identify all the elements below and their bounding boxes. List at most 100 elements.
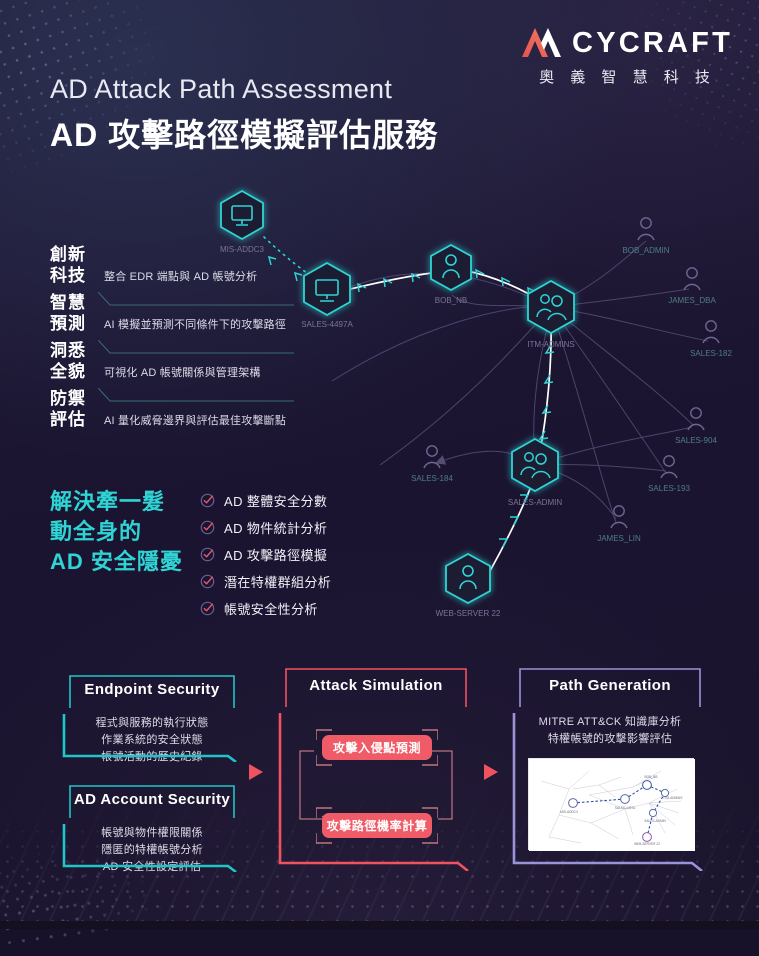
svg-text:ITM-ADMINS: ITM-ADMINS	[664, 796, 683, 800]
brand-logo: CYCRAFT 奧 義 智 慧 科 技	[522, 26, 733, 87]
panel-line: 隱匿的特權帳號分析	[101, 844, 203, 856]
graph-node-bob-admin[interactable]: BOB_ADMIN	[622, 217, 670, 255]
check-circle-icon	[200, 520, 215, 535]
dotted-attack-edge	[263, 236, 325, 286]
checklist-label: 帳號安全性分析	[224, 602, 318, 617]
graph-thumbnail-icon[interactable]: MIS-ADDC3 SALES-4497A BOB_NB ITM-ADMINS …	[528, 758, 695, 851]
checklist-label: AD 整體安全分數	[224, 494, 328, 509]
svg-text:SALES-ADMIN: SALES-ADMIN	[644, 819, 666, 823]
graph-node-label: WEB-SERVER 22	[436, 609, 501, 618]
panel-path-generation: Path Generation MITRE ATT&CK 知識庫分析 特權帳號的…	[512, 663, 708, 871]
graph-node-sales-admin[interactable]: SALES-ADMIN	[508, 437, 562, 507]
checklist-label: AD 物件統計分析	[224, 521, 328, 536]
graph-node-sales-904[interactable]: SALES-904	[675, 407, 717, 445]
graph-node-label: SALES-4497A	[301, 320, 353, 329]
svg-text:BOB_NB: BOB_NB	[645, 775, 658, 779]
svg-text:MIS-ADDC3: MIS-ADDC3	[560, 810, 578, 814]
panel-body: MITRE ATT&CK 知識庫分析 特權帳號的攻擊影響評估	[512, 707, 708, 748]
graph-hex-nodes: MIS-ADDC3 SALES-4497A BOB_NB	[220, 189, 575, 618]
graph-node-label: SALES-ADMIN	[508, 498, 562, 507]
feature-key-1: 智慧預測	[50, 293, 86, 333]
feature-item-3: 防禦評估 AI 量化威脅邊界與評估最佳攻擊斷點	[50, 389, 290, 438]
graph-node-sales-4497a[interactable]: SALES-4497A	[301, 261, 353, 329]
panel-line: 作業系統的安全狀態	[101, 734, 203, 746]
panel-frame	[512, 668, 703, 871]
chip-attack-entry-prediction[interactable]: 攻擊入侵點預測	[322, 735, 432, 760]
feature-divider-1	[98, 340, 294, 354]
feature-list: 創新科技 整合 EDR 端點與 AD 帳號分析 智慧預測 AI 模擬並預測不同條…	[50, 245, 294, 438]
solve-headline: 解決牽一髮 動全身的 AD 安全隱憂	[50, 487, 183, 577]
panel-frame	[278, 668, 469, 871]
panel-attack-simulation: Attack Simulation 攻擊入侵點預測 攻擊路徑機率計算	[278, 663, 474, 871]
check-circle-icon	[200, 601, 215, 616]
graph-node-label: JAMES_DBA	[668, 296, 716, 305]
feature-desc-0: 整合 EDR 端點與 AD 帳號分析	[104, 271, 258, 283]
svg-text:WEB-SERVER 22: WEB-SERVER 22	[634, 842, 660, 846]
graph-node-label: SALES-193	[648, 484, 690, 493]
panel-line: 帳號與物件權限關係	[101, 827, 203, 839]
checklist-item: AD 整體安全分數	[200, 487, 331, 514]
feature-item-2: 洞悉全貌 可視化 AD 帳號關係與管理架構	[50, 341, 294, 402]
background-bottom-bar	[0, 921, 759, 929]
panel-title: Endpoint Security	[84, 680, 220, 698]
graph-node-label: SALES-904	[675, 436, 717, 445]
graph-node-itm-admins[interactable]: ITM-ADMINS	[527, 279, 575, 349]
check-circle-icon	[200, 547, 215, 562]
attack-path-graph-svg: MIS-ADDC3 SALES-4497A BOB_NB	[220, 189, 732, 618]
graph-node-label: BOB_ADMIN	[622, 246, 669, 255]
brand-name-cn: 奧 義 智 慧 科 技	[539, 69, 716, 86]
checklist-item: 潛在特權群組分析	[200, 568, 331, 595]
solve-line-1: 解決牽一髮	[50, 489, 166, 514]
feature-desc-3: AI 量化威脅邊界與評估最佳攻擊斷點	[104, 415, 287, 427]
brand-name: CYCRAFT	[572, 26, 733, 59]
graph-node-sales-184[interactable]: SALES-184	[411, 445, 453, 483]
panel-title: AD Account Security	[73, 790, 231, 808]
panel-line: 程式與服務的執行狀態	[95, 717, 209, 729]
chip-attack-path-probability[interactable]: 攻擊路徑機率計算	[322, 813, 432, 838]
graph-node-label: JAMES_LIN	[597, 534, 641, 543]
panel-title: Attack Simulation	[309, 676, 443, 694]
checklist-label: 潛在特權群組分析	[224, 575, 332, 590]
panel-ad-account-security: AD Account Security 帳號與物件權限關係 隱匿的特權帳號分析 …	[62, 780, 242, 873]
graph-node-web-server-22[interactable]: WEB-SERVER 22	[436, 552, 501, 618]
graph-node-label: SALES-184	[411, 474, 453, 483]
graph-node-label: MIS-ADDC3	[220, 245, 265, 254]
graph-node-sales-193[interactable]: SALES-193	[648, 455, 690, 493]
chip-label: 攻擊入侵點預測	[332, 741, 422, 755]
arrow-to-path-generation	[484, 764, 498, 780]
panel-line: 特權帳號的攻擊影響評估	[547, 733, 673, 745]
checklist-label: AD 攻擊路徑模擬	[224, 548, 328, 563]
checklist-item: AD 物件統計分析	[200, 514, 331, 541]
feature-desc-1: AI 模擬並預測不同條件下的攻擊路徑	[104, 319, 287, 331]
feature-divider-2	[98, 388, 294, 402]
graph-node-bob-nb[interactable]: BOB_NB	[430, 243, 472, 305]
panel-title: Path Generation	[549, 676, 671, 694]
check-circle-icon	[200, 574, 215, 589]
graph-node-mis-addc3[interactable]: MIS-ADDC3	[220, 189, 265, 254]
feature-divider-0	[98, 292, 294, 306]
svg-text:SALES-4497A: SALES-4497A	[615, 806, 636, 810]
feature-key-2: 洞悉全貌	[50, 341, 86, 381]
check-circle-icon	[200, 493, 215, 508]
feature-key-3: 防禦評估	[50, 389, 86, 429]
graph-node-james-lin[interactable]: JAMES_LIN	[597, 505, 641, 543]
solve-line-2: 動全身的	[50, 519, 143, 544]
panel-endpoint-security: Endpoint Security 程式與服務的執行狀態 作業系統的安全狀態 帳…	[62, 670, 242, 763]
attack-path-highlight	[346, 270, 552, 572]
feature-desc-2: 可視化 AD 帳號關係與管理架構	[104, 367, 261, 379]
cycraft-mark-icon	[522, 28, 562, 57]
chip-bracket	[316, 807, 438, 844]
graph-node-james-dba[interactable]: JAMES_DBA	[668, 267, 716, 305]
graph-node-sales-182[interactable]: SALES-182	[690, 320, 732, 358]
feature-key-0: 創新科技	[50, 245, 86, 285]
attack-path-chevrons	[357, 268, 555, 548]
arrow-to-attack-simulation	[249, 764, 263, 780]
attack-path-graph: MIS-ADDC3 SALES-4497A BOB_NB	[180, 175, 759, 635]
page-title-en: AD Attack Path Assessment	[50, 74, 393, 104]
graph-plain-nodes: BOB_ADMIN JAMES_DBA SALES-182 SALES-904	[411, 217, 732, 543]
page-title-cn: AD 攻擊路徑模擬評估服務	[50, 117, 439, 153]
graph-node-label: ITM-ADMINS	[527, 340, 575, 349]
solve-line-3: AD 安全隱憂	[50, 549, 183, 574]
panel-line: MITRE ATT&CK 知識庫分析	[538, 716, 682, 728]
